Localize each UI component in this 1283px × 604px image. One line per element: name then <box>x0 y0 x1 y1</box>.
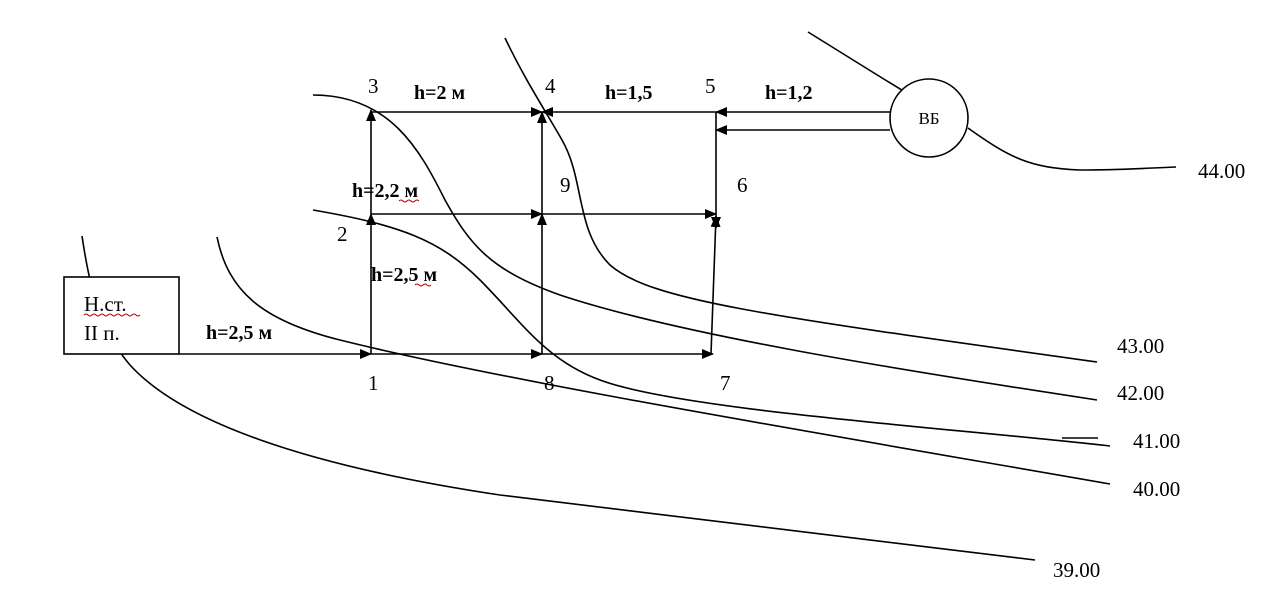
pump-station-line1: Н.ст. <box>84 292 127 316</box>
water-tower-label: ВБ <box>918 109 939 128</box>
node-8-label: 8 <box>544 371 555 395</box>
node-5-label: 5 <box>705 74 716 98</box>
contour-label-39: 39.00 <box>1053 558 1100 582</box>
pipe-7-to-6 <box>710 215 721 355</box>
node-4-label: 4 <box>545 74 556 98</box>
node-7-label: 7 <box>720 371 731 395</box>
head-label-pump-1: h=2,5 м <box>206 322 272 344</box>
pump-station-line2: II п. <box>84 321 120 345</box>
contour-label-44: 44.00 <box>1198 159 1245 183</box>
contour-40 <box>216 236 1111 485</box>
node-9-label: 9 <box>560 173 571 197</box>
spellcheck-underline <box>414 283 432 287</box>
head-label-5-tower: h=1,2 <box>765 82 813 104</box>
head-label-3-4: h=2 м <box>414 82 465 104</box>
contour-label-42: 42.00 <box>1117 381 1164 405</box>
water-tower-circle <box>889 78 969 158</box>
contour-label-43: 43.00 <box>1117 334 1164 358</box>
node-1-label: 1 <box>368 371 379 395</box>
contour-42 <box>312 94 1098 401</box>
spellcheck-underline <box>83 313 141 317</box>
contour-39 <box>81 235 1036 561</box>
spellcheck-underline <box>398 199 420 203</box>
head-label-2: h=2,2 м <box>352 180 418 202</box>
node-3-label: 3 <box>368 74 379 98</box>
contour-label-41: 41.00 <box>1133 429 1180 453</box>
contour-label-40: 40.00 <box>1133 477 1180 501</box>
head-label-1-2: h=2,5 м <box>371 264 437 286</box>
node-6-label: 6 <box>737 173 748 197</box>
head-label-4-5: h=1,5 <box>605 82 653 104</box>
node-2-label: 2 <box>337 222 348 246</box>
contour-41 <box>312 209 1111 447</box>
contour-44 <box>807 31 1177 171</box>
